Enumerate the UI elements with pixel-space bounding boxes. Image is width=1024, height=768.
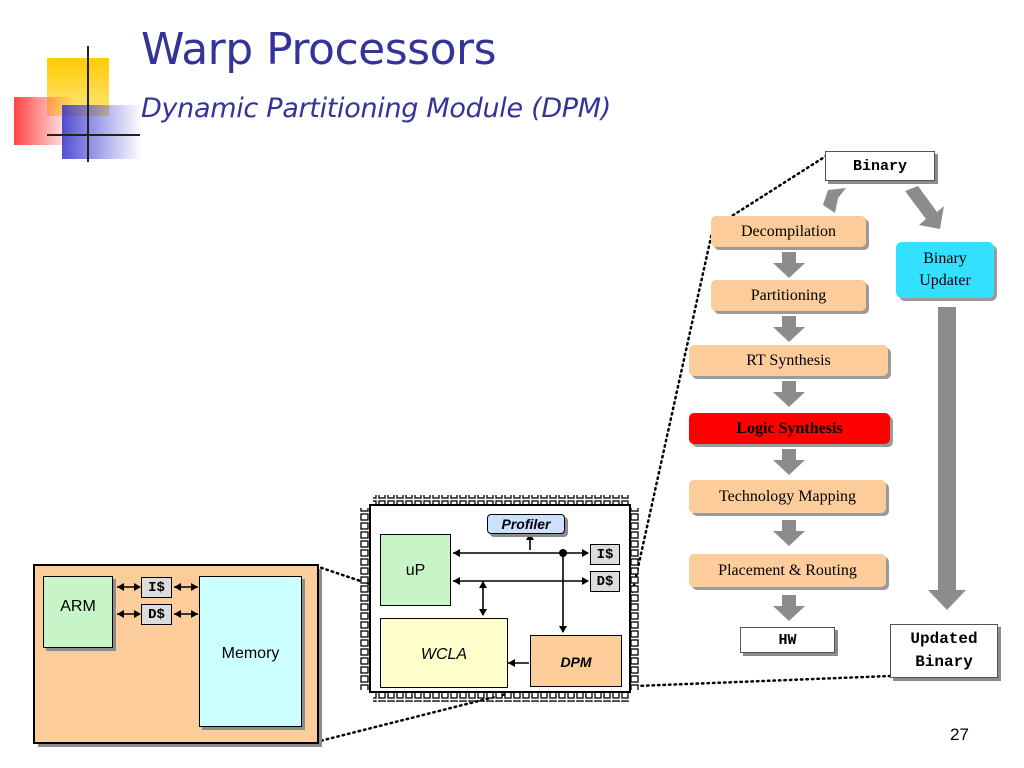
updated-binary-line2: Binary [915,653,973,671]
system-icache-box: I$ [141,577,172,598]
step-rt-synthesis: RT Synthesis [689,345,888,376]
chip-icache-box: I$ [590,544,620,565]
up-box: uP [380,534,451,606]
wcla-box: WCLA [380,618,508,688]
slide-number: 27 [950,725,969,744]
updated-binary-line1: Updated [910,629,978,648]
step-decompilation: Decompilation [711,216,866,247]
chip-arrowheads [117,533,589,667]
binary-updater-box: Binary Updater [896,242,994,298]
system-dcache-box: D$ [141,604,172,625]
hw-output-box: HW [740,627,835,653]
slide-title: Warp Processors [141,24,497,75]
step-partitioning: Partitioning [711,280,866,311]
arm-box: ARM [43,576,113,648]
decorative-squares [14,46,142,162]
dpm-box: DPM [530,635,622,687]
chip-dcache-box: D$ [590,571,620,592]
profiler-box: Profiler [487,514,565,534]
slide-subtitle: Dynamic Partitioning Module (DPM) [141,93,612,124]
step-technology-mapping: Technology Mapping [689,480,886,513]
flow-arrows [773,186,966,621]
step-placement-routing: Placement & Routing [689,554,886,587]
binary-updater-line2: Updater [919,272,971,289]
updated-binary-box: Updated Binary [890,624,998,678]
binary-input-box: Binary [825,151,935,181]
memory-box: Memory [199,576,302,727]
step-logic-synthesis: Logic Synthesis [689,413,890,444]
binary-updater-line1: Binary [923,250,967,268]
